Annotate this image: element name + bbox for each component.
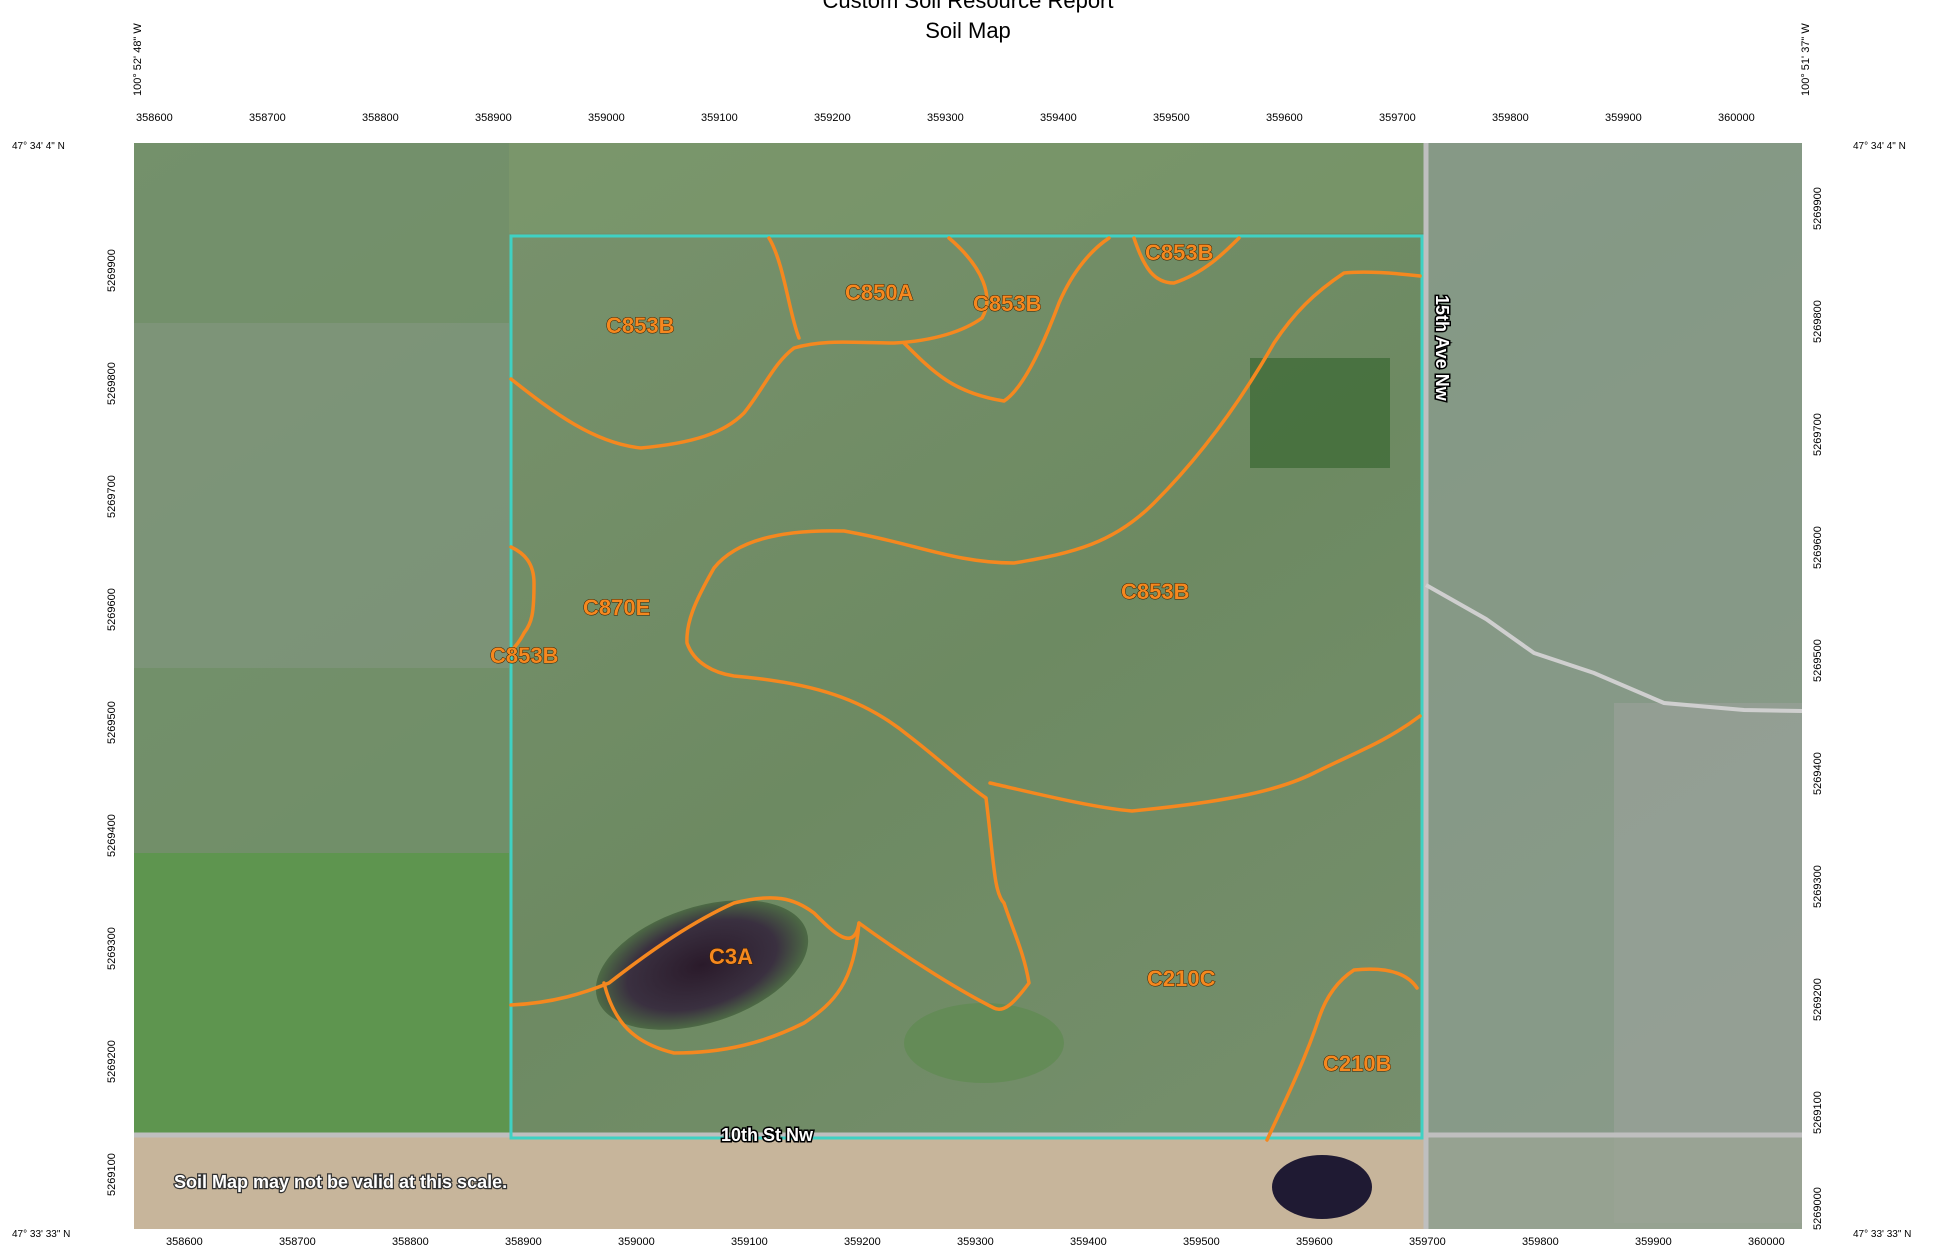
easting-tick-bottom: 359600 <box>1296 1236 1333 1248</box>
latitude-top-left-label: 47° 34' 4" N <box>12 141 65 152</box>
easting-tick-top: 360000 <box>1718 112 1755 124</box>
northing-tick-right: 5269400 <box>1812 752 1824 795</box>
aoi-boundary <box>509 234 1424 1140</box>
easting-tick-bottom: 360000 <box>1748 1236 1785 1248</box>
easting-tick-bottom: 358600 <box>166 1236 203 1248</box>
northing-tick-right: 5269300 <box>1812 865 1824 908</box>
easting-tick-top: 359000 <box>588 112 625 124</box>
west-green-patch <box>134 853 509 1173</box>
easting-tick-top: 359600 <box>1266 112 1303 124</box>
map-unit-labels: C853B C850A C853B C853B C853B C870E C853… <box>490 240 1392 1077</box>
road-diagonal <box>1425 583 1802 713</box>
soil-map[interactable]: C853B C850A C853B C853B C853B C870E C853… <box>134 143 1802 1229</box>
northing-tick-left: 5269500 <box>106 701 118 744</box>
soil-line <box>509 545 536 653</box>
easting-tick-bottom: 359700 <box>1409 1236 1446 1248</box>
easting-tick-top: 358700 <box>249 112 286 124</box>
map-unit-label[interactable]: C853B <box>1145 240 1214 266</box>
easting-tick-top: 359300 <box>927 112 964 124</box>
west-field-patch <box>134 323 509 668</box>
soil-line <box>767 236 801 340</box>
pond-south <box>1272 1155 1372 1219</box>
easting-tick-bottom: 358800 <box>392 1236 429 1248</box>
easting-tick-top: 359200 <box>814 112 851 124</box>
soil-lines <box>509 236 1422 1142</box>
map-title: Soil Map <box>925 18 1011 43</box>
easting-tick-bottom: 358900 <box>505 1236 542 1248</box>
easting-tick-bottom: 359500 <box>1183 1236 1220 1248</box>
map-unit-label[interactable]: C853B <box>1121 579 1190 605</box>
northing-tick-left: 5269600 <box>106 588 118 631</box>
northing-tick-left: 5269200 <box>106 1040 118 1083</box>
south-cropland <box>134 1133 1424 1229</box>
south-east-field <box>1424 1133 1802 1229</box>
road-labels: 15th Ave Nw 10th St Nw <box>720 294 1454 1147</box>
northing-tick-left: 5269900 <box>106 249 118 292</box>
easting-tick-bottom: 358700 <box>279 1236 316 1248</box>
soil-map-canvas: C853B C850A C853B C853B C853B C870E C853… <box>134 143 1802 1229</box>
northing-tick-right: 5269200 <box>1812 978 1824 1021</box>
map-unit-label[interactable]: C853B <box>606 313 675 339</box>
easting-tick-top: 358800 <box>362 112 399 124</box>
longitude-left-label: 100° 52' 48" W <box>132 23 144 96</box>
easting-tick-bottom: 359100 <box>731 1236 768 1248</box>
longitude-right-label: 100° 51' 37" W <box>1800 23 1812 96</box>
map-unit-label[interactable]: C850A <box>845 280 915 306</box>
easting-tick-bottom: 359400 <box>1070 1236 1107 1248</box>
easting-tick-top: 359400 <box>1040 112 1077 124</box>
northing-tick-left: 5269400 <box>106 814 118 857</box>
easting-tick-top: 358600 <box>136 112 173 124</box>
easting-tick-top: 359700 <box>1379 112 1416 124</box>
tree-shelterbelt <box>1250 358 1390 468</box>
map-unit-label[interactable]: C210C <box>1147 966 1217 992</box>
northing-tick-right: 5269000 <box>1812 1187 1824 1230</box>
soil-line <box>509 896 861 1055</box>
soil-line <box>902 236 1111 403</box>
road-label-10th-st: 10th St Nw <box>721 1125 814 1145</box>
easting-tick-top: 358900 <box>475 112 512 124</box>
easting-tick-top: 359500 <box>1153 112 1190 124</box>
map-unit-label[interactable]: C210B <box>1323 1051 1392 1077</box>
easting-tick-bottom: 359300 <box>957 1236 994 1248</box>
green-depression <box>904 1003 1064 1083</box>
soil-line <box>509 236 989 450</box>
northing-tick-left: 5269300 <box>106 927 118 970</box>
northing-tick-right: 5269100 <box>1812 1091 1824 1134</box>
northing-tick-left: 5269800 <box>106 362 118 405</box>
northing-tick-right: 5269600 <box>1812 526 1824 569</box>
northing-tick-right: 5269500 <box>1812 639 1824 682</box>
easting-tick-bottom: 359800 <box>1522 1236 1559 1248</box>
northing-tick-right: 5269900 <box>1812 187 1824 230</box>
northing-tick-left: 5269100 <box>106 1153 118 1196</box>
report-title: Custom Soil Resource Report <box>822 0 1114 13</box>
soil-line <box>988 714 1422 813</box>
easting-tick-bottom: 359200 <box>844 1236 881 1248</box>
map-unit-label[interactable]: C853B <box>490 643 559 669</box>
easting-tick-top: 359900 <box>1605 112 1642 124</box>
latitude-bottom-right-label: 47° 33' 33" N <box>1853 1229 1912 1240</box>
soil-line <box>685 270 1422 1011</box>
map-unit-label[interactable]: C870E <box>583 595 651 621</box>
easting-tick-top: 359100 <box>701 112 738 124</box>
map-unit-label[interactable]: C853B <box>973 291 1042 317</box>
easting-tick-top: 359800 <box>1492 112 1529 124</box>
easting-tick-bottom: 359900 <box>1635 1236 1672 1248</box>
northing-tick-right: 5269700 <box>1812 413 1824 456</box>
soil-line <box>1265 967 1419 1142</box>
northing-tick-right: 5269800 <box>1812 300 1824 343</box>
northing-tick-left: 5269700 <box>106 475 118 518</box>
road-label-15th-ave: 15th Ave Nw <box>1432 295 1452 402</box>
soil-line <box>1132 236 1241 285</box>
easting-tick-bottom: 359000 <box>618 1236 655 1248</box>
scale-note: Soil Map may not be valid at this scale. <box>174 1172 507 1192</box>
pond-c3a <box>595 900 809 1030</box>
latitude-top-right-label: 47° 34' 4" N <box>1853 141 1906 152</box>
map-unit-label[interactable]: C3A <box>709 944 754 970</box>
north-strip <box>509 143 1424 233</box>
latitude-bottom-left-label: 47° 33' 33" N <box>12 1229 71 1240</box>
